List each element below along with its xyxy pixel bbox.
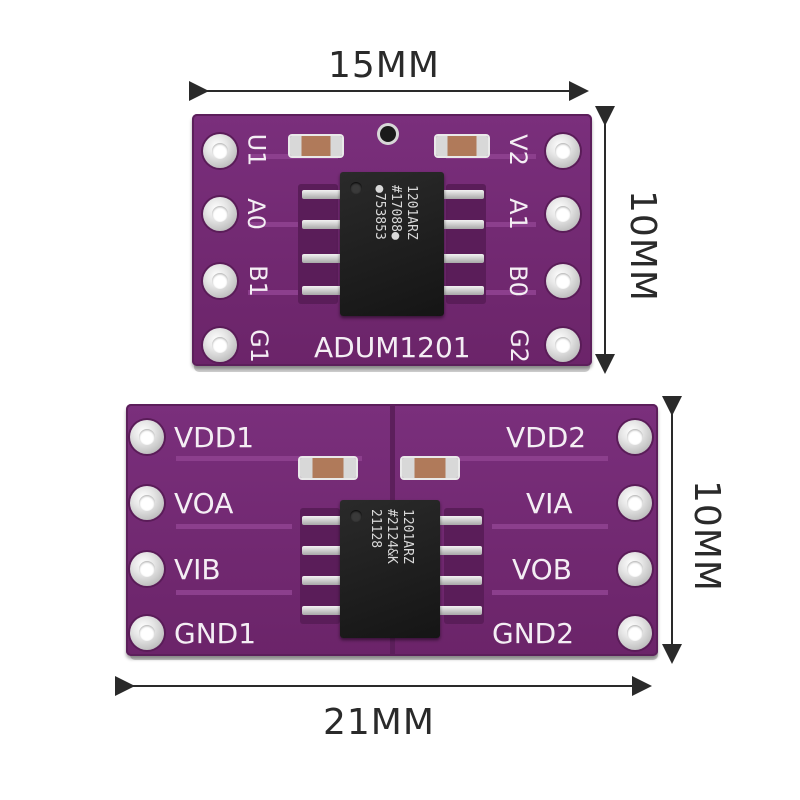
pin-label-vob: VOB [512,553,572,586]
pin-label-a1: A1 [503,198,532,230]
pad-a0[interactable] [203,197,237,231]
pad-g2[interactable] [546,328,580,362]
pin-label-u1: U1 [242,133,271,167]
pin-label-v2: V2 [503,134,532,166]
bottom-capacitor-left [300,458,356,478]
bottom-chip-marking: 1201ARZ #2124&K 21128 [368,509,415,564]
pad-vdd1[interactable] [130,420,164,454]
pin1-marker [350,182,362,194]
top-via [380,126,396,142]
top-board: U1 A0 B1 G1 V2 A1 B0 G2 1201ARZ #17088● … [192,114,592,366]
bottom-ic-chip: 1201ARZ #2124&K 21128 [340,500,440,638]
pin-label-g1: G1 [244,329,273,363]
pad-voa[interactable] [130,486,164,520]
pad-via[interactable] [618,486,652,520]
pin-label-vdd2: VDD2 [506,421,587,454]
top-capacitor-right [436,136,488,156]
pad-vob[interactable] [618,552,652,586]
pad-gnd2[interactable] [618,616,652,650]
pin-label-gnd2: GND2 [492,617,575,650]
top-part-name: ADUM1201 [314,331,471,364]
pin-label-voa: VOA [174,487,234,520]
top-height-label: 10MM [621,190,663,302]
bottom-board: VDD1 VOA VIB GND1 VDD2 VIA VOB GND2 1201… [126,404,658,656]
pad-vib[interactable] [130,552,164,586]
pin-label-gnd1: GND1 [174,617,257,650]
pin-label-a0: A0 [241,198,270,230]
pad-gnd1[interactable] [130,616,164,650]
pin-label-via: VIA [526,487,573,520]
pin1-marker [350,510,362,522]
top-chip-marking: 1201ARZ #17088● ●753853 [372,185,419,240]
pin-label-b0: B0 [503,265,532,297]
bottom-height-label: 10MM [685,480,727,592]
pad-u1[interactable] [203,134,237,168]
top-ic-chip: 1201ARZ #17088● ●753853 [340,172,444,316]
pin-label-g2: G2 [504,329,533,363]
bottom-width-label: 21MM [323,702,435,743]
top-width-label: 15MM [328,45,440,86]
top-capacitor-left [290,136,342,156]
pad-vdd2[interactable] [618,420,652,454]
pad-g1[interactable] [203,328,237,362]
pad-a1[interactable] [546,197,580,231]
pad-b1[interactable] [203,264,237,298]
pin-label-vdd1: VDD1 [174,421,255,454]
pin-label-vib: VIB [174,553,221,586]
pin-label-b1: B1 [243,265,272,297]
pad-b0[interactable] [546,264,580,298]
pad-v2[interactable] [546,134,580,168]
bottom-capacitor-right [402,458,458,478]
